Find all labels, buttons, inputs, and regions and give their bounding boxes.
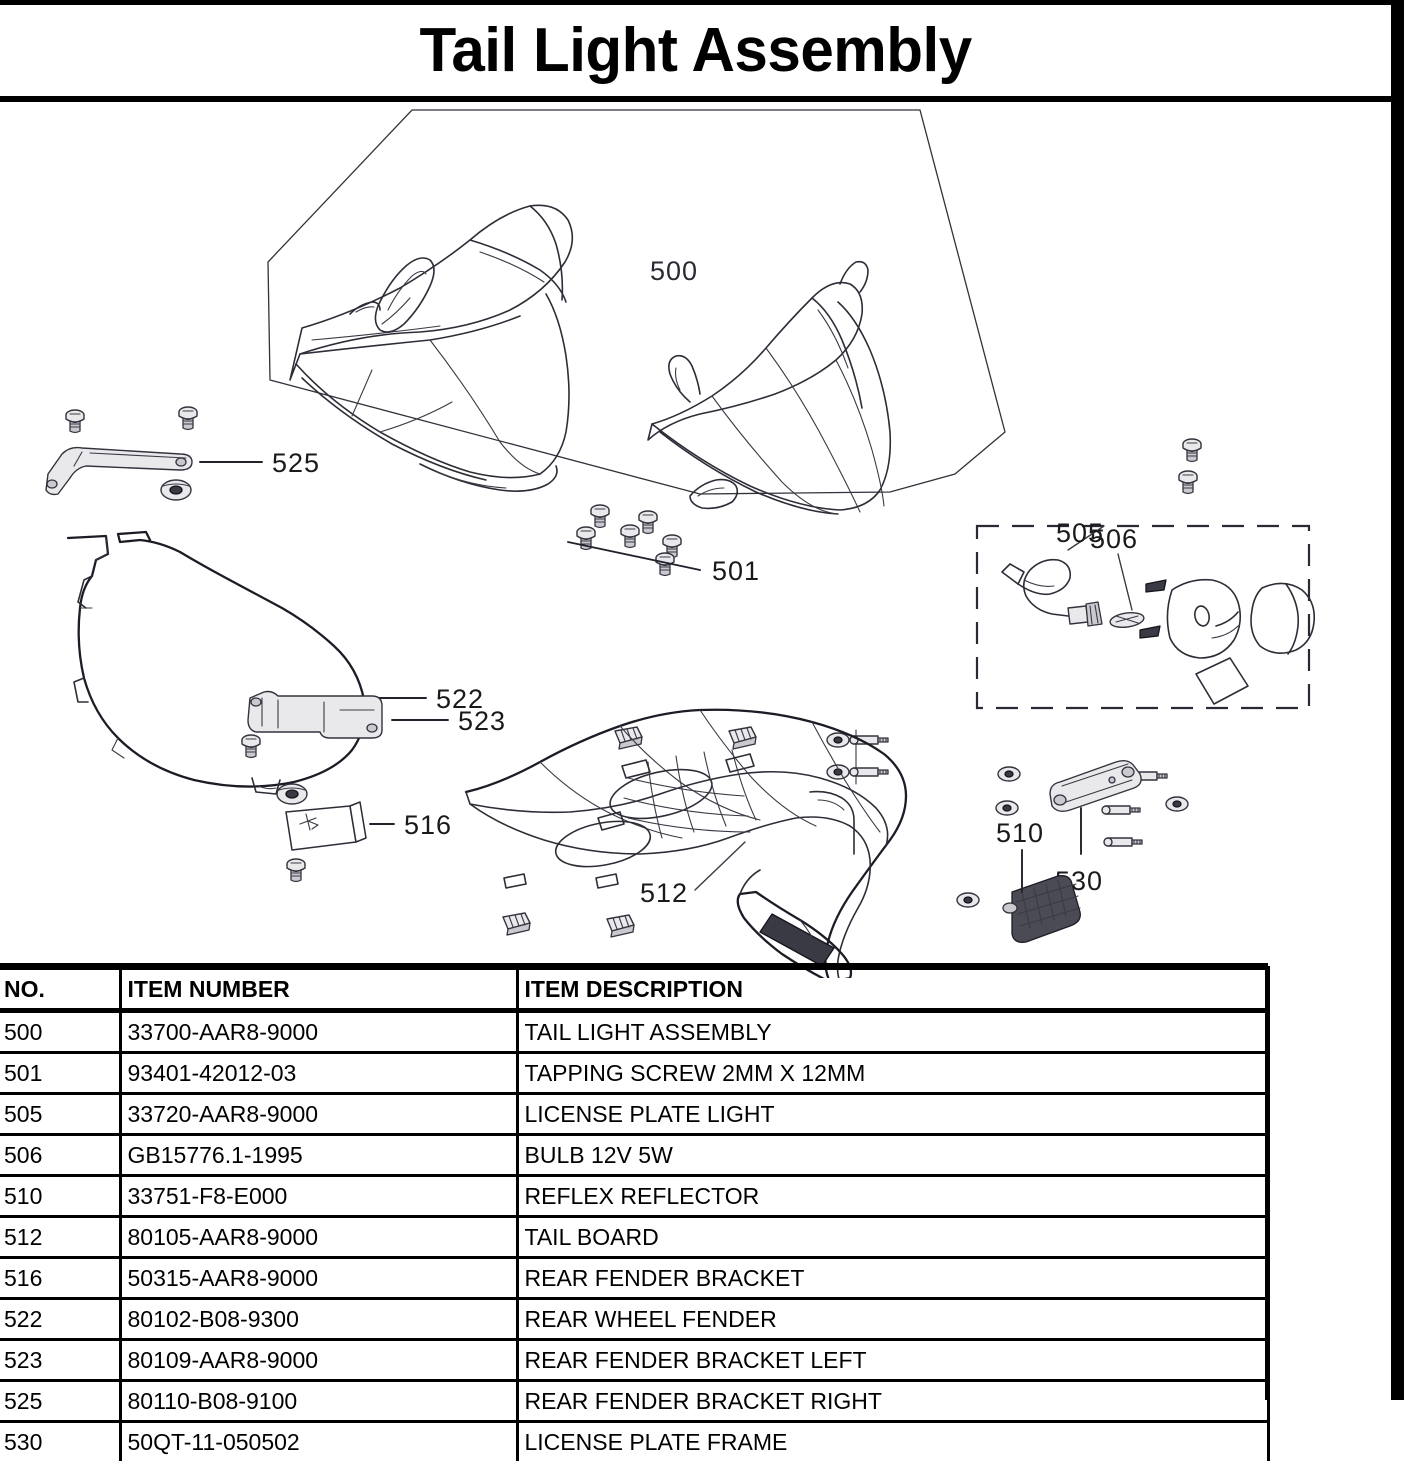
part-group-522: 522	[68, 532, 484, 794]
parts-catalog-page: Tail Light Assembly .ln { fill:none; str…	[0, 0, 1404, 1400]
cell-no: 500	[0, 1011, 120, 1053]
parts-table: NO. ITEM NUMBER ITEM DESCRIPTION 500 337…	[0, 966, 1270, 1461]
cell-item-number: 93401-42012-03	[120, 1053, 517, 1094]
diagram-canvas: .ln { fill:none; stroke:#2d2d38; stroke-…	[0, 102, 1391, 978]
cell-item-number: 33720-AAR8-9000	[120, 1094, 517, 1135]
part-500-right-lens	[648, 262, 890, 514]
part-group-516: 516	[277, 784, 452, 882]
parts-table-container: NO. ITEM NUMBER ITEM DESCRIPTION 500 337…	[0, 966, 1404, 1461]
cell-item-number: 80109-AAR8-9000	[120, 1340, 517, 1381]
callout-label-500: 500	[650, 256, 698, 286]
title-bar: Tail Light Assembly	[0, 5, 1391, 96]
cell-item-number: 80102-B08-9300	[120, 1299, 517, 1340]
part-group-512: 512	[466, 710, 906, 978]
cell-description: TAIL LIGHT ASSEMBLY	[517, 1011, 1268, 1053]
callout-label-512: 512	[640, 878, 688, 908]
cell-description: REAR FENDER BRACKET LEFT	[517, 1340, 1268, 1381]
column-header-description: ITEM DESCRIPTION	[517, 968, 1268, 1011]
cell-description: LICENSE PLATE LIGHT	[517, 1094, 1268, 1135]
callout-label-501: 501	[712, 556, 760, 586]
table-row[interactable]: 512 80105-AAR8-9000 TAIL BOARD	[0, 1217, 1268, 1258]
callout-label-516: 516	[404, 810, 452, 840]
cell-item-number: 80110-B08-9100	[120, 1381, 517, 1422]
table-row[interactable]: 530 50QT-11-050502 LICENSE PLATE FRAME	[0, 1422, 1268, 1461]
cell-no: 516	[0, 1258, 120, 1299]
table-row[interactable]: 505 33720-AAR8-9000 LICENSE PLATE LIGHT	[0, 1094, 1268, 1135]
part-group-510: 510	[957, 818, 1080, 942]
cell-item-number: 33751-F8-E000	[120, 1176, 517, 1217]
part-group-500: 500	[268, 110, 1005, 514]
cell-item-number: 33700-AAR8-9000	[120, 1011, 517, 1053]
cell-description: REAR FENDER BRACKET RIGHT	[517, 1381, 1268, 1422]
table-row[interactable]: 501 93401-42012-03 TAPPING SCREW 2MM X 1…	[0, 1053, 1268, 1094]
table-row[interactable]: 506 GB15776.1-1995 BULB 12V 5W	[0, 1135, 1268, 1176]
column-header-item-number: ITEM NUMBER	[120, 968, 517, 1011]
cell-description: REFLEX REFLECTOR	[517, 1176, 1268, 1217]
table-row[interactable]: 523 80109-AAR8-9000 REAR FENDER BRACKET …	[0, 1340, 1268, 1381]
cell-no: 525	[0, 1381, 120, 1422]
table-body: 500 33700-AAR8-9000 TAIL LIGHT ASSEMBLY …	[0, 1011, 1268, 1461]
cell-no: 523	[0, 1340, 120, 1381]
cell-no: 512	[0, 1217, 120, 1258]
callout-label-510: 510	[996, 818, 1044, 848]
frame-right-border	[1391, 0, 1404, 978]
cell-item-number: GB15776.1-1995	[120, 1135, 517, 1176]
table-row[interactable]: 500 33700-AAR8-9000 TAIL LIGHT ASSEMBLY	[0, 1011, 1268, 1053]
cell-description: LICENSE PLATE FRAME	[517, 1422, 1268, 1461]
cell-no: 510	[0, 1176, 120, 1217]
part-group-505: 506 505	[977, 439, 1314, 708]
callout-label-523: 523	[458, 706, 506, 736]
part-group-501: 501	[568, 505, 760, 586]
table-header-row: NO. ITEM NUMBER ITEM DESCRIPTION	[0, 968, 1268, 1011]
cell-description: REAR FENDER BRACKET	[517, 1258, 1268, 1299]
cell-no: 530	[0, 1422, 120, 1461]
table-row[interactable]: 522 80102-B08-9300 REAR WHEEL FENDER	[0, 1299, 1268, 1340]
callout-label-525: 525	[272, 448, 320, 478]
cell-no: 505	[0, 1094, 120, 1135]
callout-label-505: 505	[1056, 518, 1104, 548]
part-group-525: 525	[46, 407, 320, 500]
exploded-parts-diagram: .ln { fill:none; stroke:#2d2d38; stroke-…	[0, 102, 1391, 978]
cell-no: 506	[0, 1135, 120, 1176]
cell-no: 501	[0, 1053, 120, 1094]
cell-item-number: 50315-AAR8-9000	[120, 1258, 517, 1299]
table-row[interactable]: 525 80110-B08-9100 REAR FENDER BRACKET R…	[0, 1381, 1268, 1422]
cell-item-number: 50QT-11-050502	[120, 1422, 517, 1461]
cell-description: TAPPING SCREW 2MM X 12MM	[517, 1053, 1268, 1094]
cell-description: TAIL BOARD	[517, 1217, 1268, 1258]
table-row[interactable]: 516 50315-AAR8-9000 REAR FENDER BRACKET	[0, 1258, 1268, 1299]
column-header-no: NO.	[0, 968, 120, 1011]
cell-item-number: 80105-AAR8-9000	[120, 1217, 517, 1258]
table-row[interactable]: 510 33751-F8-E000 REFLEX REFLECTOR	[0, 1176, 1268, 1217]
cell-description: REAR WHEEL FENDER	[517, 1299, 1268, 1340]
page-title: Tail Light Assembly	[419, 20, 971, 82]
cell-description: BULB 12V 5W	[517, 1135, 1268, 1176]
cell-no: 522	[0, 1299, 120, 1340]
